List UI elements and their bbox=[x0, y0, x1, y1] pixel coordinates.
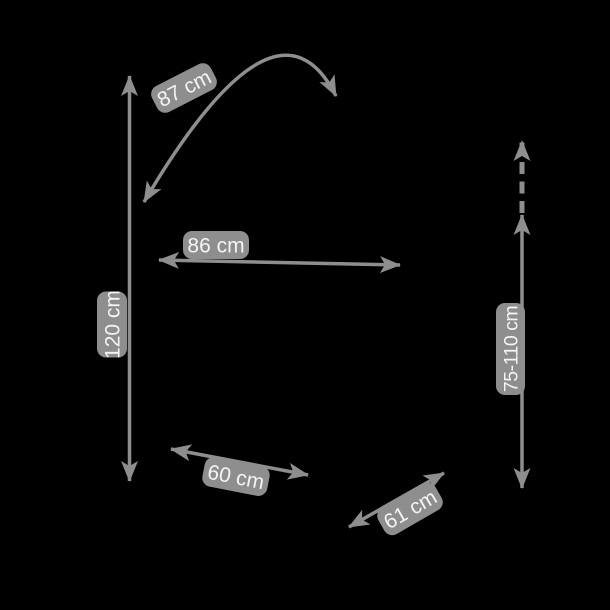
label-pill bbox=[151, 63, 217, 113]
label-pill bbox=[496, 303, 525, 395]
label-base-diagonal: 61 cm bbox=[377, 482, 443, 536]
label-base-depth: 60 cm bbox=[202, 457, 270, 496]
label-text: 120 cm bbox=[102, 290, 125, 359]
label-pill bbox=[377, 482, 443, 536]
label-pill bbox=[202, 457, 270, 496]
label-text: 75-110 cm bbox=[501, 306, 523, 392]
dimension-arc-sweep bbox=[142, 53, 338, 203]
label-overall-width: 86 cm bbox=[183, 231, 249, 259]
label-pill bbox=[183, 231, 249, 259]
width-double-arrow bbox=[158, 251, 401, 274]
arc-double-arrow bbox=[142, 53, 338, 203]
label-adjustable-height: 75-110 cm bbox=[496, 303, 525, 395]
label-pill bbox=[97, 291, 127, 358]
label-overall-height: 120 cm bbox=[97, 290, 127, 359]
label-text: 86 cm bbox=[187, 235, 244, 258]
dimension-overall-width bbox=[158, 251, 401, 274]
